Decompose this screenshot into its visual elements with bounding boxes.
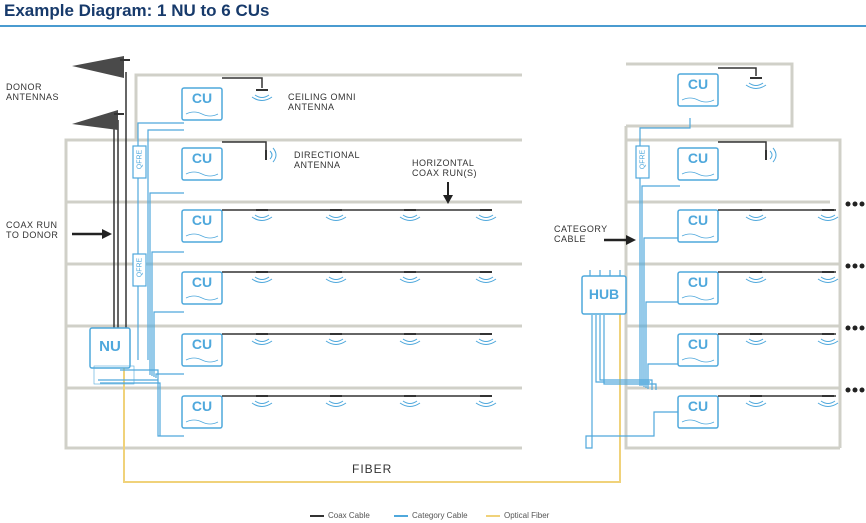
cu-left-2-label: CU bbox=[191, 150, 213, 166]
qfre-left-bottom bbox=[132, 253, 147, 287]
qfre-right bbox=[635, 145, 650, 179]
label-donor-antennas: DONOR ANTENNAS bbox=[6, 82, 60, 102]
arrow-category-cable bbox=[604, 235, 636, 245]
donor-coax-lines bbox=[113, 72, 127, 340]
label-horizontal-coax-runs: HORIZONTAL COAX RUN(S) bbox=[412, 158, 478, 178]
nu-label: NU bbox=[99, 338, 121, 355]
right-category-cables bbox=[585, 118, 691, 449]
cu-left-4-label: CU bbox=[191, 274, 213, 290]
label-fiber: FIBER bbox=[352, 462, 393, 476]
cu-left-5-label: CU bbox=[191, 336, 213, 352]
cu-right-5-label: CU bbox=[687, 336, 709, 352]
cu-right-2-label: CU bbox=[687, 150, 709, 166]
cu-right-4-label: CU bbox=[687, 274, 709, 290]
cu-left-1-label: CU bbox=[191, 90, 213, 106]
directional-antenna-icon bbox=[265, 147, 277, 163]
right-coax-runs bbox=[718, 67, 836, 397]
left-coax-runs bbox=[222, 77, 490, 397]
cu-left-3-label: CU bbox=[191, 212, 213, 228]
qfre-left-top bbox=[132, 145, 147, 179]
left-ceiling-antennas bbox=[251, 209, 497, 408]
label-category-cable: CATEGORY CABLE bbox=[554, 224, 608, 244]
qfre-left-top-label: QFRE bbox=[136, 149, 144, 170]
legend-coax-label: Coax Cable bbox=[328, 511, 370, 520]
arrow-horizontal-coax-run bbox=[443, 182, 453, 204]
legend-fiber-label: Optical Fiber bbox=[504, 511, 550, 520]
qfre-left-bottom-label: QFRE bbox=[136, 257, 144, 278]
arrow-coax-run-to-donor bbox=[72, 229, 112, 239]
cu-right-6-label: CU bbox=[687, 398, 709, 414]
label-directional-antenna: DIRECTIONAL ANTENNA bbox=[294, 150, 361, 170]
donor-antenna-icons bbox=[72, 56, 130, 130]
qfre-right-label: QFRE bbox=[639, 149, 647, 170]
nu-unit bbox=[89, 327, 135, 385]
diagram-title: Example Diagram: 1 NU to 6 CUs bbox=[4, 1, 270, 20]
title-underline bbox=[0, 25, 866, 27]
cu-left-6-label: CU bbox=[191, 398, 213, 414]
label-coax-run-to-donor: COAX RUN TO DONOR bbox=[6, 220, 59, 240]
right-building bbox=[624, 62, 842, 450]
cu-right-3-label: CU bbox=[687, 212, 709, 228]
label-ceiling-omni-antenna: CEILING OMNI ANTENNA bbox=[288, 92, 357, 112]
right-directional-antenna-icon bbox=[765, 147, 777, 163]
optical-fiber-line bbox=[123, 302, 621, 483]
continuation-dots bbox=[845, 201, 865, 393]
legend-category-label: Category Cable bbox=[412, 511, 468, 520]
hub-label: HUB bbox=[588, 286, 620, 302]
hub-unit bbox=[581, 270, 627, 315]
ceiling-omni-antenna-icon bbox=[251, 89, 273, 102]
cu-right-1-label: CU bbox=[687, 76, 709, 92]
